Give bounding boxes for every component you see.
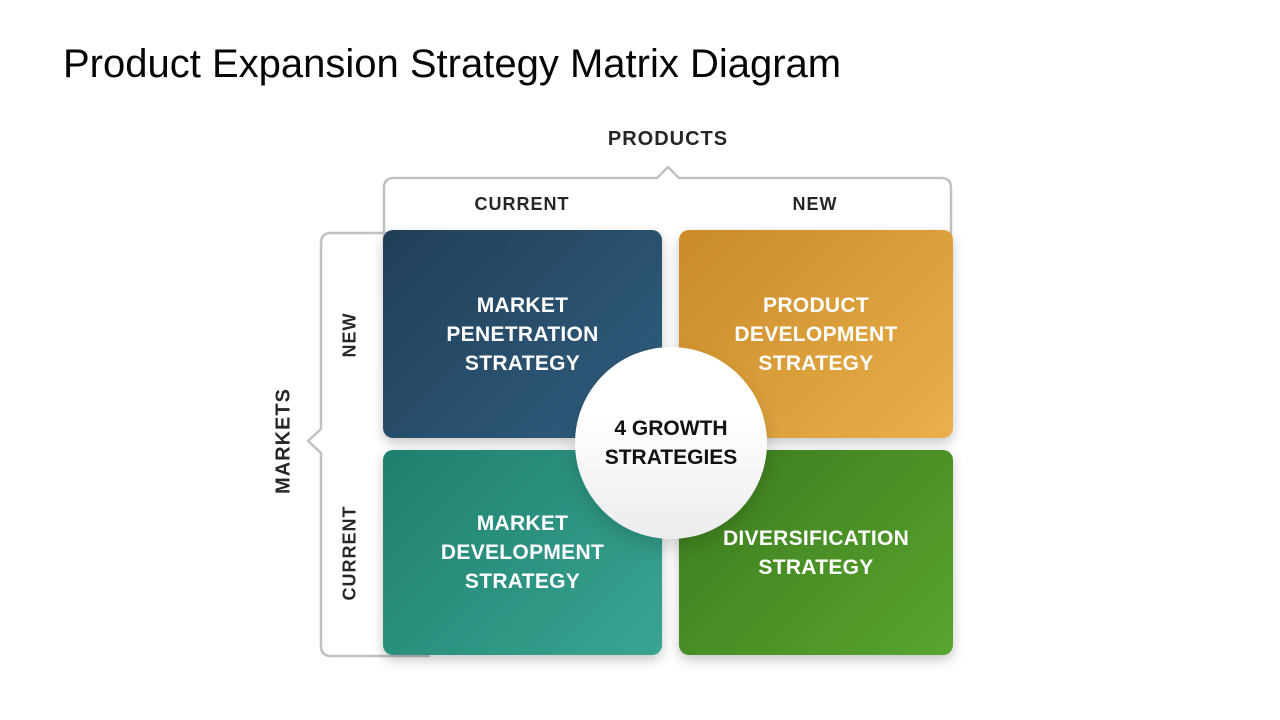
- products-bracket: [382, 165, 953, 248]
- column-header-new-products: NEW: [792, 194, 838, 214]
- markets-axis-label: MARKETS: [272, 388, 295, 494]
- page-title: Product Expansion Strategy Matrix Diagra…: [63, 42, 842, 86]
- products-axis-label: PRODUCTS: [607, 128, 729, 150]
- center-badge: 4 GROWTH STRATEGIES: [575, 347, 767, 539]
- markets-bracket: [306, 231, 430, 658]
- column-header-current-products: CURRENT: [474, 194, 570, 214]
- row-header-current-markets: CURRENT: [339, 505, 360, 601]
- row-header-new-markets: NEW: [339, 312, 360, 358]
